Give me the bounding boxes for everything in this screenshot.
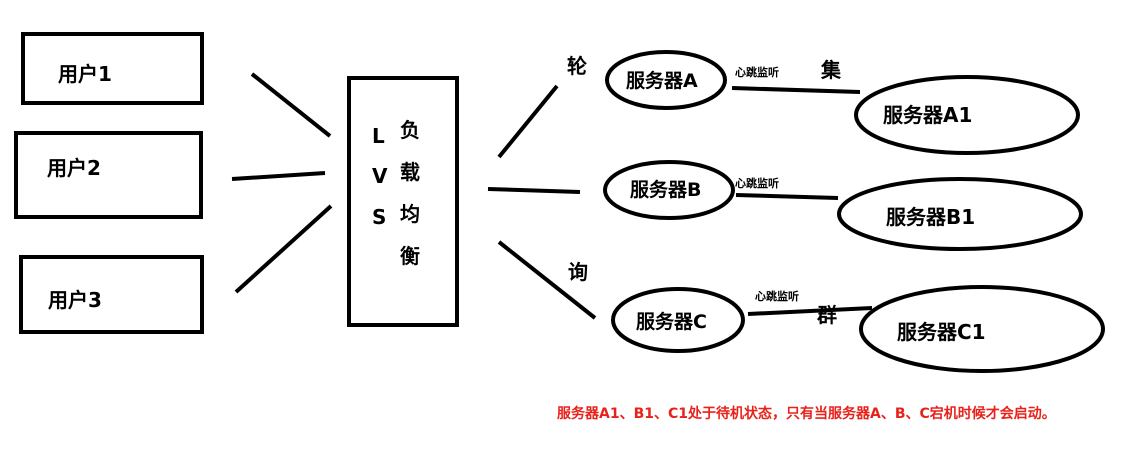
- label-qun: 群: [817, 303, 837, 327]
- heartbeat-label-a: 心跳监听: [735, 66, 779, 79]
- server-c-node: [611, 287, 745, 353]
- server-b-node: [603, 160, 735, 220]
- label-ji: 集: [821, 58, 841, 82]
- connector-lvs-serverB: [487, 187, 581, 194]
- backup-c1-label: 服务器C1: [897, 320, 986, 344]
- user-label-3: 用户3: [48, 288, 102, 312]
- backup-a1-label: 服务器A1: [883, 103, 973, 127]
- backup-c1-node: [859, 285, 1105, 373]
- lvs-char-zai: 载: [400, 160, 420, 184]
- backup-b1-label: 服务器B1: [886, 205, 976, 229]
- heartbeat-label-b: 心跳监听: [735, 177, 779, 190]
- heartbeat-line-b: [735, 193, 839, 200]
- heartbeat-line-a: [731, 86, 861, 94]
- connector-user2-lvs: [231, 171, 326, 181]
- backup-a1-node: [854, 75, 1080, 155]
- connector-lvs-serverA: [497, 84, 559, 159]
- connector-user1-lvs: [250, 72, 332, 138]
- server-c-label: 服务器C: [636, 311, 707, 333]
- lvs-box: [347, 76, 459, 327]
- connector-user3-lvs: [234, 204, 333, 294]
- connector-lvs-serverC: [497, 240, 597, 320]
- lvs-char-fu: 负: [400, 118, 420, 142]
- heartbeat-line-c: [747, 306, 873, 316]
- backup-b1-node: [837, 177, 1083, 251]
- user-label-1: 用户1: [58, 62, 112, 86]
- label-xun: 询: [568, 260, 588, 284]
- standby-note: 服务器A1、B1、C1处于待机状态，只有当服务器A、B、C宕机时候才会启动。: [557, 406, 1056, 422]
- heartbeat-label-c: 心跳监听: [755, 290, 799, 303]
- lvs-char-heng: 衡: [400, 244, 420, 268]
- lvs-char-jun: 均: [400, 202, 420, 226]
- lvs-letter-l: L: [372, 124, 385, 148]
- server-b-label: 服务器B: [630, 179, 702, 201]
- server-a-label: 服务器A: [626, 70, 698, 92]
- user-label-2: 用户2: [47, 156, 101, 180]
- user-box-1: [21, 32, 204, 105]
- server-a-node: [605, 50, 727, 110]
- lvs-letter-v: V: [372, 164, 388, 188]
- lvs-letter-s: S: [372, 205, 387, 229]
- user-box-2: [14, 131, 203, 219]
- label-lun: 轮: [567, 54, 587, 78]
- user-box-3: [19, 255, 204, 334]
